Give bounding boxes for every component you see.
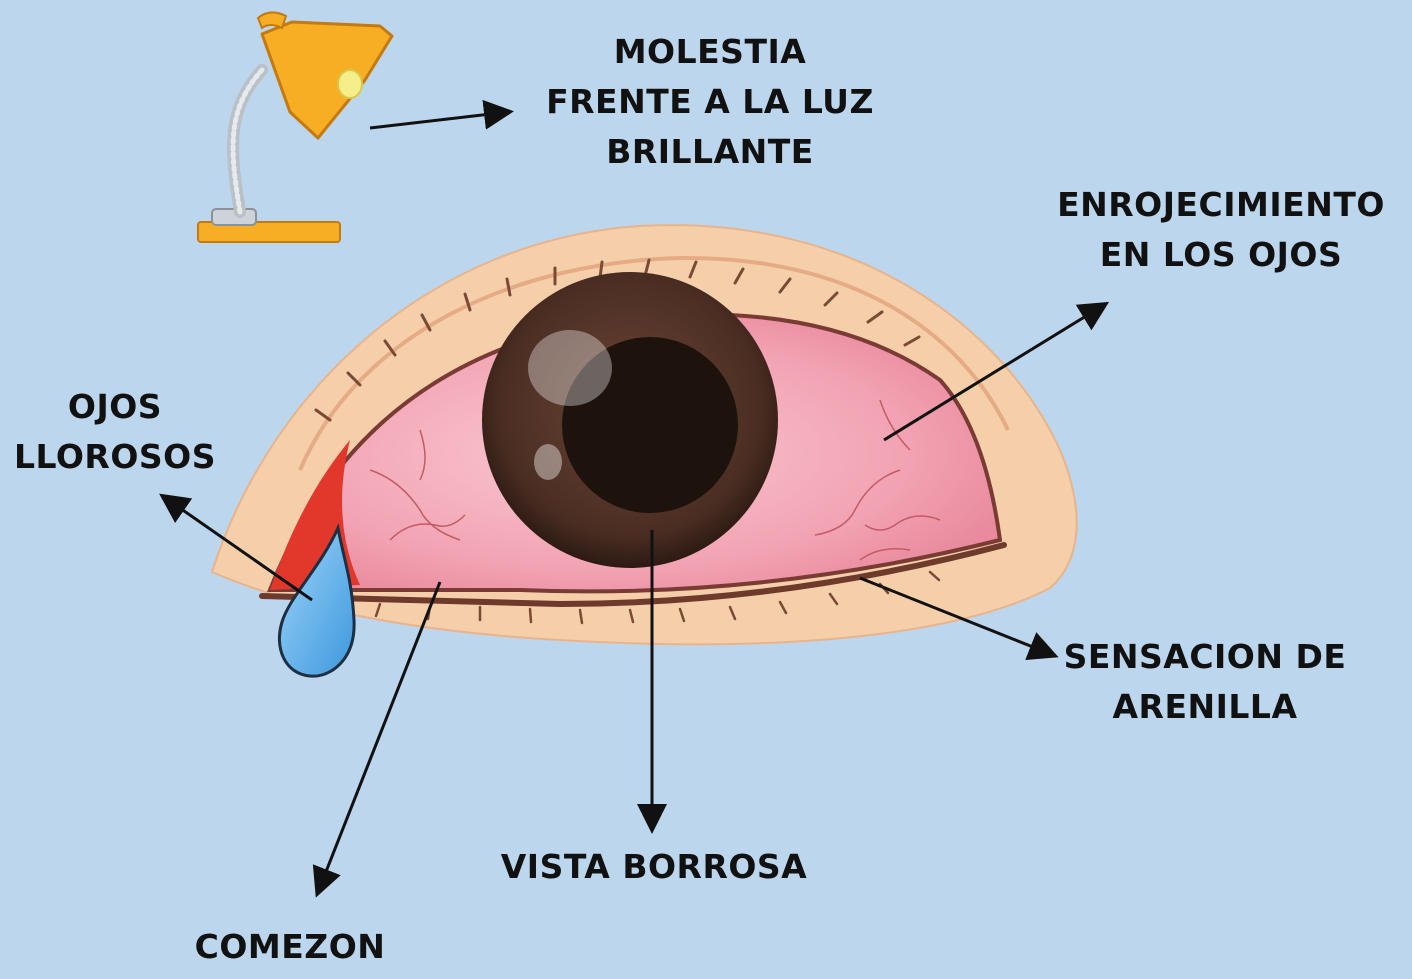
label-line: ENROJECIMIENTO — [1036, 180, 1406, 230]
label-grit-sensation: SENSACION DE ARENILLA — [1060, 632, 1350, 732]
arrow-light — [370, 112, 508, 128]
label-line: FRENTE A LA LUZ — [537, 77, 883, 127]
label-line: LLOROSOS — [0, 432, 230, 482]
label-light-sensitivity: MOLESTIA FRENTE A LA LUZ BRILLANTE — [537, 27, 883, 177]
desk-lamp-icon — [198, 12, 392, 242]
label-line: MOLESTIA — [537, 27, 883, 77]
lamp-shade — [262, 22, 392, 138]
label-redness: ENROJECIMIENTO EN LOS OJOS — [1036, 180, 1406, 280]
label-itching: COMEZON — [180, 922, 400, 972]
label-line: OJOS — [0, 382, 230, 432]
label-line: BRILLANTE — [537, 127, 883, 177]
label-line: VISTA BORROSA — [494, 842, 814, 892]
lamp-bulb — [338, 70, 362, 98]
label-line: SENSACION DE — [1060, 632, 1350, 682]
eye-highlight — [528, 330, 612, 406]
label-line: COMEZON — [180, 922, 400, 972]
label-line: ARENILLA — [1060, 682, 1350, 732]
label-watery-eyes: OJOS LLOROSOS — [0, 382, 230, 482]
label-blurry-vision: VISTA BORROSA — [494, 842, 814, 892]
label-line: EN LOS OJOS — [1036, 230, 1406, 280]
